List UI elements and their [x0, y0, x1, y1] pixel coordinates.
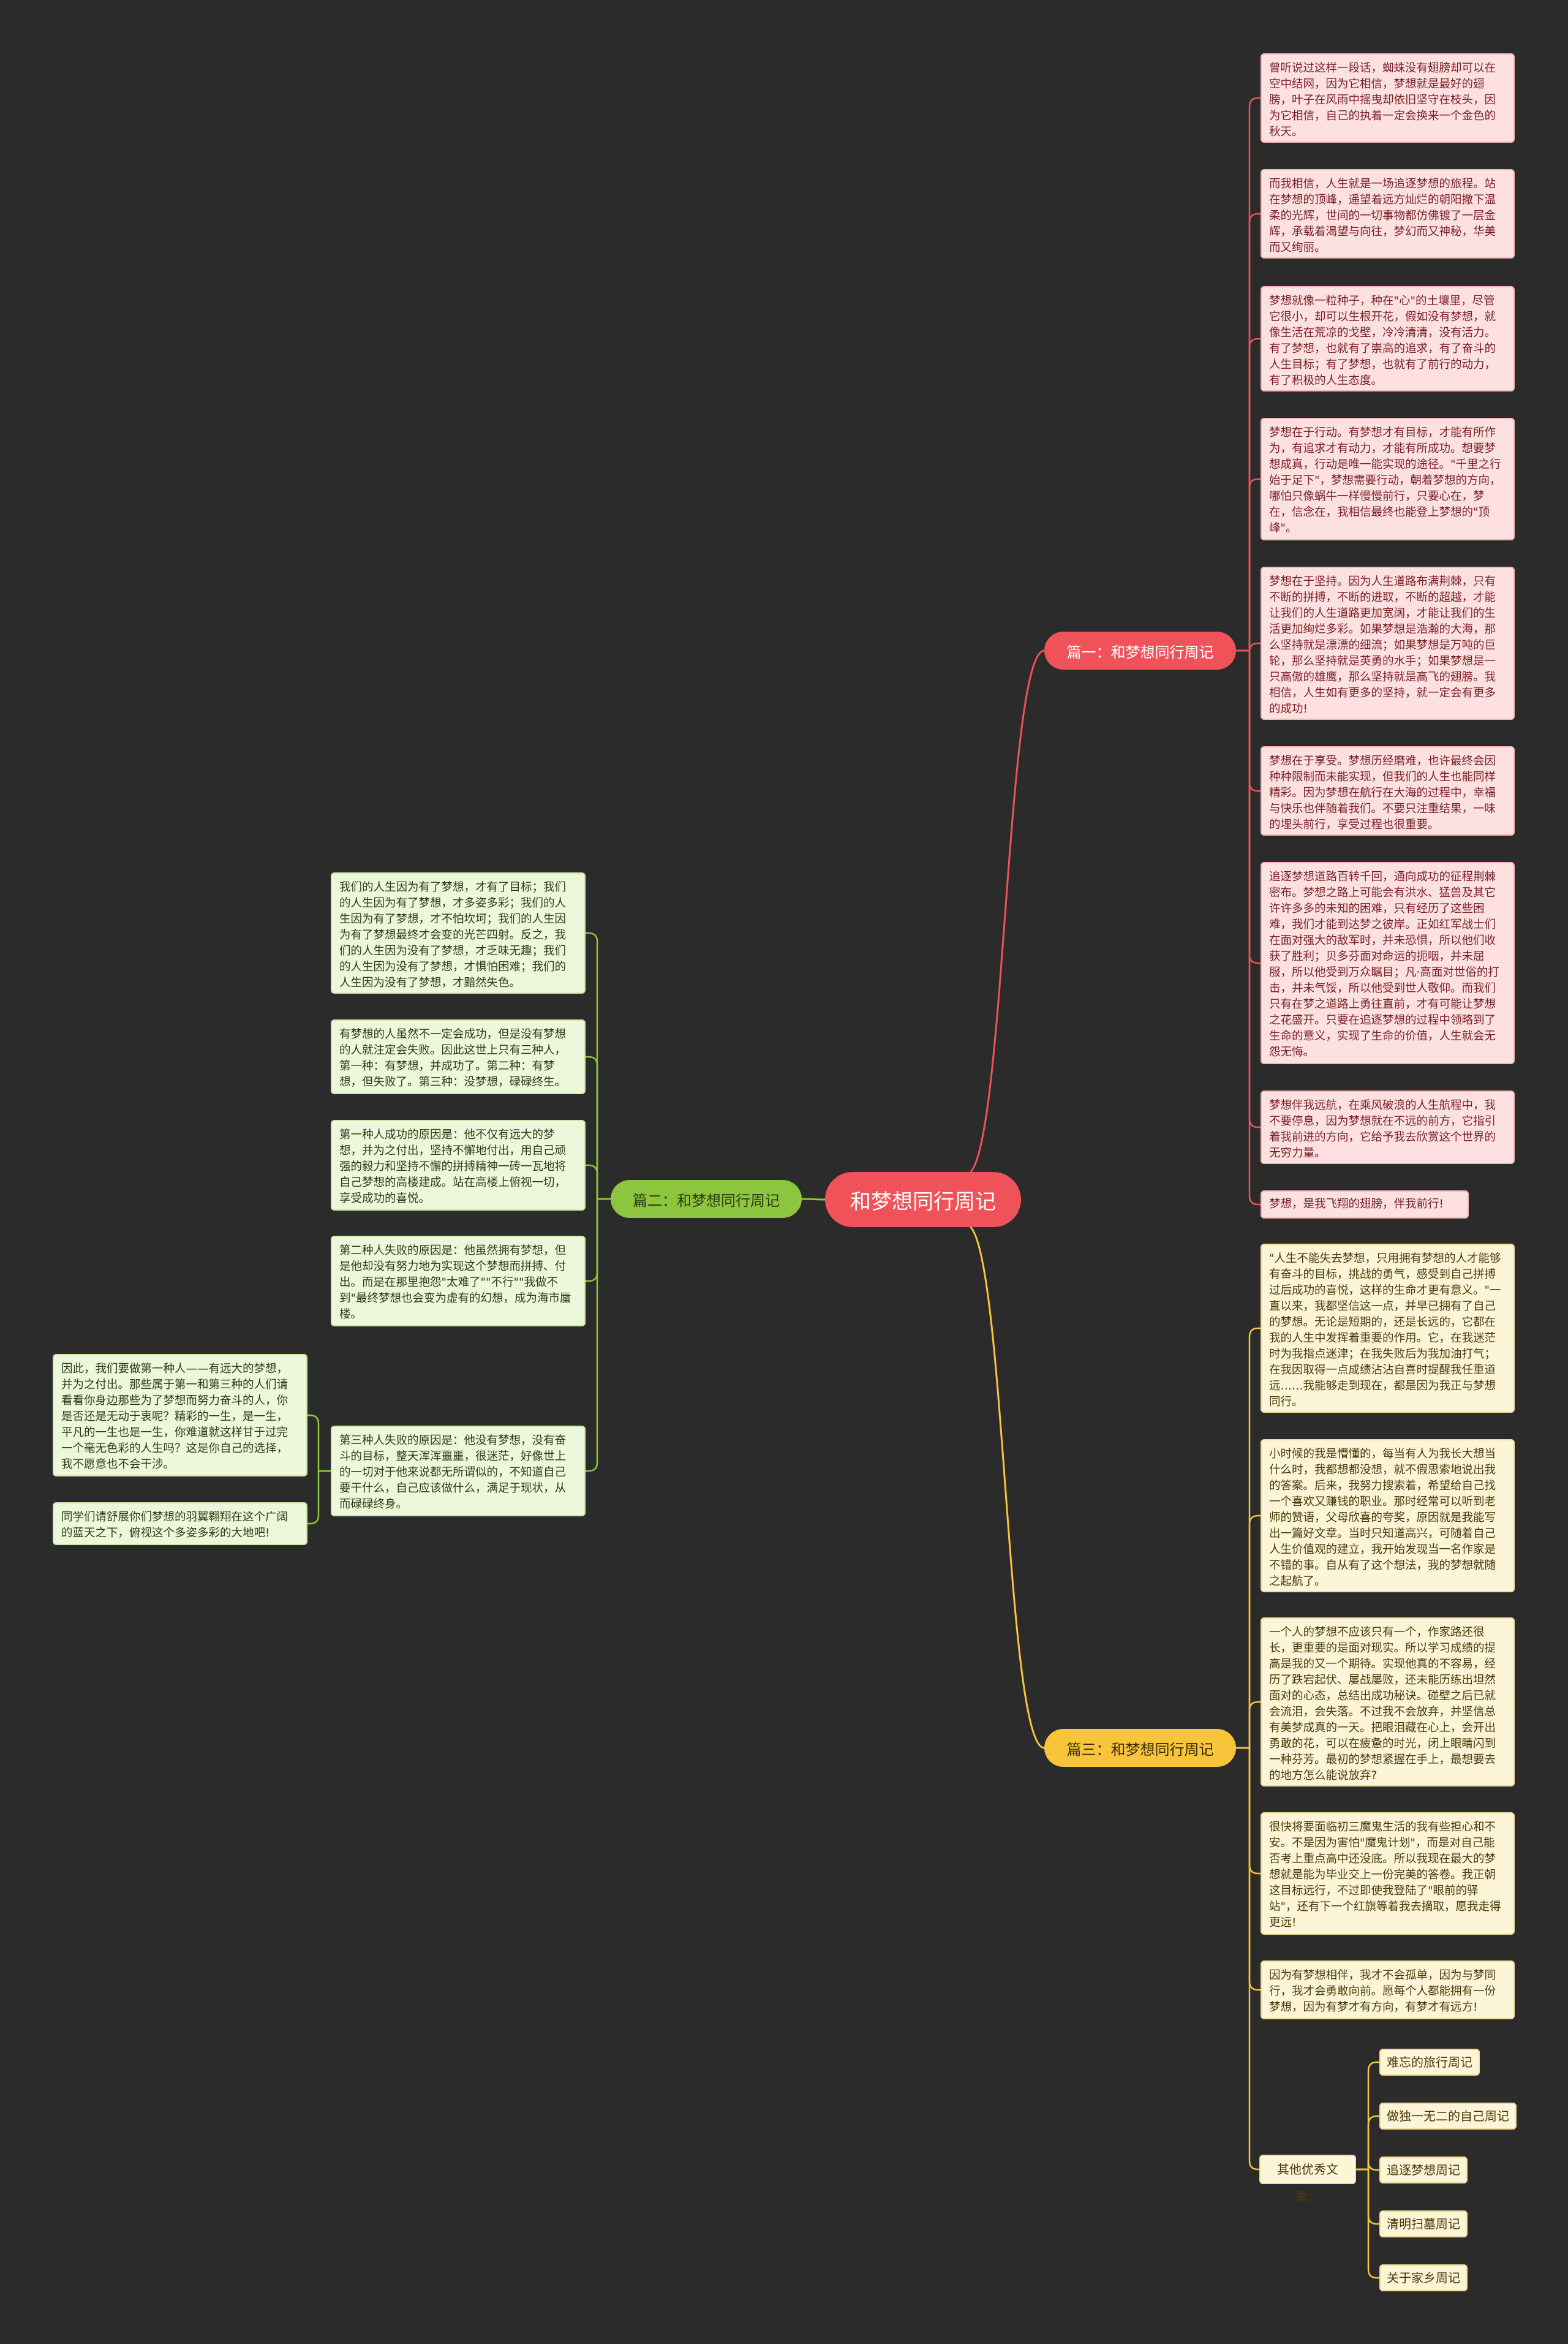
branch-1-leaf: 曾听说过这样一段话，蜘蛛没有翅膀却可以在空中结网，因为它相信，梦想就是最好的翅膀… — [1261, 53, 1515, 143]
branch-1-connector — [1236, 649, 1261, 1129]
root-to-branch-3-line — [965, 1223, 1045, 1749]
branch-3-connector — [1236, 1327, 1261, 1749]
other-articles-connector — [1356, 2115, 1379, 2171]
root-to-branch-1-line — [965, 649, 1045, 1176]
branch-3-leaf: 因为有梦想相伴，我才不会孤单，因为与梦同行，我才会勇敢向前。愿每个人都能拥有一份… — [1261, 1960, 1515, 2019]
branch-2-sub-connector — [307, 1470, 331, 1525]
branch-3-connector — [1236, 1747, 1261, 1875]
branch-2-subleaf: 同学们请舒展你们梦想的羽翼翱翔在这个广阔的蓝天之下，俯视这个多姿多彩的大地吧! — [53, 1502, 307, 1545]
branch-1-connector — [1236, 649, 1261, 964]
branch-2-connector — [586, 1056, 611, 1200]
branch-1-leaf: 梦想，是我飞翔的翅膀，伴我前行! — [1261, 1190, 1469, 1219]
branch-3-connector — [1236, 1747, 1259, 2171]
branch-3-leaf: 一个人的梦想不应该只有一个，作家路还很长，更重要的是面对现实。所以学习成绩的提高… — [1261, 1617, 1515, 1786]
other-articles-connector — [1356, 2161, 1379, 2171]
branch-1-connector — [1236, 97, 1261, 652]
branch-1-leaf: 梦想在于坚持。因为人生道路布满荆棘，只有不断的拼搏，不断的进取，不断的超越，才能… — [1261, 567, 1515, 720]
branch-1-leaf: 追逐梦想道路百转千回，通向成功的征程荆棘密布。梦想之路上可能会有洪水、猛兽及其它… — [1261, 862, 1515, 1064]
branch-2-subleaf: 因此，我们要做第一种人——有远大的梦想，并为之付出。那些属于第一和第三种的人们请… — [53, 1354, 307, 1476]
branch-2-sub-connector — [307, 1414, 331, 1472]
branch-2-connector — [586, 1198, 611, 1282]
other-articles-connector — [1356, 2061, 1379, 2171]
branch-1-leaf: 梦想在于行动。有梦想才有目标，才能有所作为，有追求才有动力，才能有所成功。想要梦… — [1261, 418, 1515, 540]
branch-3-connector — [1236, 1747, 1261, 1991]
branch-2-leaf: 第一种人成功的原因是：他不仅有远大的梦想，并为之付出，坚持不懈地付出，用自己顽强… — [331, 1120, 586, 1211]
branch-3-connector — [1236, 1514, 1261, 1749]
branch-3-leaf: "人生不能失去梦想，只用拥有梦想的人才能够有奋斗的目标，挑战的勇气，感受到自己拼… — [1261, 1244, 1515, 1413]
other-article-link[interactable]: 难忘的旅行周记 — [1379, 2049, 1480, 2076]
other-article-link[interactable]: 关于家乡周记 — [1379, 2264, 1468, 2291]
branch-1-connector — [1236, 649, 1261, 792]
branch-2-leaf: 我们的人生因为有了梦想，才有了目标；我们的人生因为有了梦想，才多姿多彩；我们的人… — [331, 872, 586, 994]
root-topic[interactable]: 和梦想同行周记 — [825, 1172, 1021, 1227]
branch-2-connector — [586, 932, 611, 1200]
other-article-link[interactable]: 追逐梦想周记 — [1379, 2157, 1468, 2183]
branch-1-connector — [1236, 649, 1261, 1206]
branch-1-leaf: 梦想伴我远航，在乘风破浪的人生航程中，我不要停息，因为梦想就在不远的前方，它指引… — [1261, 1091, 1515, 1164]
branch-1-topic[interactable]: 篇一：和梦想同行周记 — [1044, 632, 1236, 670]
branch-1-connector — [1236, 642, 1261, 652]
branch-1-leaf: 而我相信，人生就是一场追逐梦想的旅程。站在梦想的顶峰，遥望着远方灿烂的朝阳撒下温… — [1261, 169, 1515, 259]
other-article-link[interactable]: 做独一无二的自己周记 — [1379, 2103, 1517, 2130]
branch-1-leaf: 梦想在于享受。梦想历经磨难，也许最终会因种种限制而未能实现，但我们的人生也能同样… — [1261, 746, 1515, 836]
other-articles-label: 其他优秀文章： — [1259, 2155, 1356, 2204]
branch-1-connector — [1236, 338, 1261, 652]
other-articles-connector — [1356, 2168, 1379, 2279]
branch-3-connector — [1236, 1701, 1261, 1749]
branch-1-leaf: 梦想就像一粒种子，种在"心"的土壤里，尽管它很小，却可以生根开花，假如没有梦想，… — [1261, 286, 1515, 391]
branch-2-connector — [586, 1164, 611, 1200]
branch-3-topic[interactable]: 篇三：和梦想同行周记 — [1044, 1729, 1236, 1767]
branch-2-leaf: 第二种人失败的原因是：他虽然拥有梦想，但是他却没有努力地为实现这个梦想而拼搏、付… — [331, 1236, 586, 1326]
branch-3-leaf: 小时候的我是懵懂的，每当有人为我长大想当什么时，我都想都没想，就不假思索地说出我… — [1261, 1439, 1515, 1592]
root-to-branch-2-line — [801, 1198, 826, 1201]
branch-3-leaf: 很快将要面临初三魔鬼生活的我有些担心和不安。不是因为害怕"魔鬼计划"，而是对自己… — [1261, 1812, 1515, 1935]
other-articles-connector — [1356, 2168, 1379, 2225]
branch-2-leaf: 第三种人失败的原因是：他没有梦想，没有奋斗的目标，整天浑浑噩噩，很迷茫，好像世上… — [331, 1426, 586, 1516]
branch-1-connector — [1236, 213, 1261, 652]
branch-2-leaf: 有梦想的人虽然不一定会成功，但是没有梦想的人就注定会失败。因此这世上只有三种人，… — [331, 1019, 586, 1094]
branch-2-connector — [586, 1198, 611, 1472]
branch-1-connector — [1236, 478, 1261, 652]
other-article-link[interactable]: 清明扫墓周记 — [1379, 2210, 1468, 2237]
branch-2-topic[interactable]: 篇二：和梦想同行周记 — [611, 1180, 802, 1218]
